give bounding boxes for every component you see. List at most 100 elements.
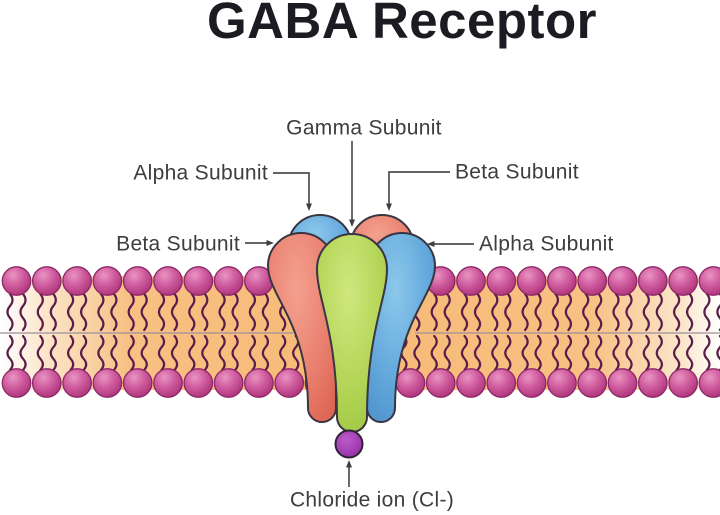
lipid-tail — [443, 334, 451, 372]
lipid-head — [153, 266, 183, 296]
lipid-tail — [430, 334, 438, 372]
lipid-tail — [612, 292, 620, 332]
label-chloride-ion: Chloride ion (Cl-) — [289, 488, 455, 512]
lipid-tail — [504, 334, 512, 372]
lipid-tail — [66, 292, 75, 332]
lipid-tail — [703, 334, 711, 372]
lipid-tail — [491, 292, 499, 332]
lipid-tail — [521, 334, 529, 372]
lipid-tail — [188, 292, 196, 332]
lipid-tail — [170, 292, 179, 332]
diagram-title: GABA Receptor — [207, 0, 597, 49]
lipid-tail — [140, 292, 148, 332]
lipid-tail — [140, 334, 148, 372]
lipid-tail — [201, 334, 209, 372]
lipid-head — [668, 266, 698, 296]
lipid-tail — [655, 334, 663, 372]
lipid-tail — [716, 292, 720, 332]
lipid-tail — [218, 292, 226, 332]
lipid-tail — [430, 292, 438, 332]
lipid-tail — [49, 334, 57, 372]
lipid-head — [486, 266, 517, 296]
lipid-head — [698, 266, 720, 296]
lipid-tail — [231, 334, 239, 372]
lipid-head — [577, 266, 608, 296]
lipid-tail — [201, 292, 209, 332]
lipid-head — [244, 368, 274, 398]
lipid-tail — [36, 334, 44, 372]
lipid-tail — [413, 334, 421, 372]
lipid-tail — [261, 292, 270, 332]
lipid-tail — [534, 292, 542, 332]
lipid-head — [213, 266, 244, 296]
lipid-head — [183, 368, 214, 398]
lipid-tail — [534, 334, 542, 372]
lipid-tail — [443, 292, 451, 332]
lipid-tail — [564, 334, 573, 372]
lipid-head — [607, 368, 638, 398]
lipid-tail — [97, 292, 105, 332]
lipid-tail — [460, 292, 469, 332]
lipid-head — [183, 266, 214, 296]
lipid-tail — [685, 334, 694, 372]
chloride-ion — [334, 429, 364, 459]
lipid-head — [122, 368, 153, 398]
lipid-tail — [473, 292, 482, 332]
lipid-tail — [248, 334, 257, 372]
lipid-head — [547, 266, 577, 296]
lipid-head — [425, 368, 456, 398]
lipid-tail — [79, 292, 88, 332]
lipid-tail — [655, 292, 663, 332]
label-connectors — [245, 141, 474, 487]
lipid-head — [62, 368, 92, 398]
lipid-tail — [218, 334, 226, 372]
lipid-tail — [716, 334, 720, 372]
label-alpha-subunit-left: Alpha Subunit — [133, 161, 268, 185]
lipid-tail — [231, 292, 239, 332]
lipid-tail — [279, 334, 287, 372]
label-gamma-subunit: Gamma Subunit — [286, 116, 442, 140]
lipid-head — [486, 368, 517, 398]
lipid-tail — [66, 334, 75, 372]
lipid-head — [607, 266, 638, 296]
lipid-head — [62, 266, 92, 296]
lipid-tail — [248, 292, 257, 332]
lipid-head — [456, 266, 486, 296]
lipid-head — [1, 266, 32, 296]
beta-right-connector — [386, 171, 450, 211]
lipid-tail — [625, 292, 633, 332]
lipid-tail — [504, 292, 512, 332]
lipid-head — [274, 368, 305, 398]
lipid-tail — [127, 334, 135, 372]
label-alpha-subunit-right: Alpha Subunit — [479, 232, 614, 256]
lipid-tail — [127, 292, 135, 332]
gaba-receptor-complex — [266, 214, 437, 433]
alpha-left-connector — [273, 172, 312, 211]
label-beta-subunit-left: Beta Subunit — [116, 232, 240, 256]
lipid-head — [92, 368, 123, 398]
lipid-tail — [36, 292, 44, 332]
lipid-tail — [460, 334, 469, 372]
lipid-tail — [703, 292, 711, 332]
lipid-tail — [564, 292, 573, 332]
lipid-tail — [685, 292, 694, 332]
lipid-tail — [672, 292, 681, 332]
lipid-tail — [19, 292, 27, 332]
lipid-head — [31, 266, 62, 296]
lipid-tail — [551, 292, 560, 332]
lipid-head — [395, 368, 426, 398]
lipid-head — [516, 368, 547, 398]
lipid-tail — [97, 334, 105, 372]
label-beta-subunit-right: Beta Subunit — [455, 160, 579, 184]
gamma-subunit-front-center — [315, 233, 389, 433]
lipid-tail — [261, 334, 270, 372]
lipid-tail — [110, 334, 118, 372]
lipid-tail — [625, 334, 633, 372]
lipid-tail — [642, 292, 650, 332]
lipid-tail — [672, 334, 681, 372]
lipid-tail — [551, 334, 560, 372]
lipid-head — [637, 368, 668, 398]
lipid-head — [698, 368, 720, 398]
lipid-tail — [19, 334, 27, 372]
